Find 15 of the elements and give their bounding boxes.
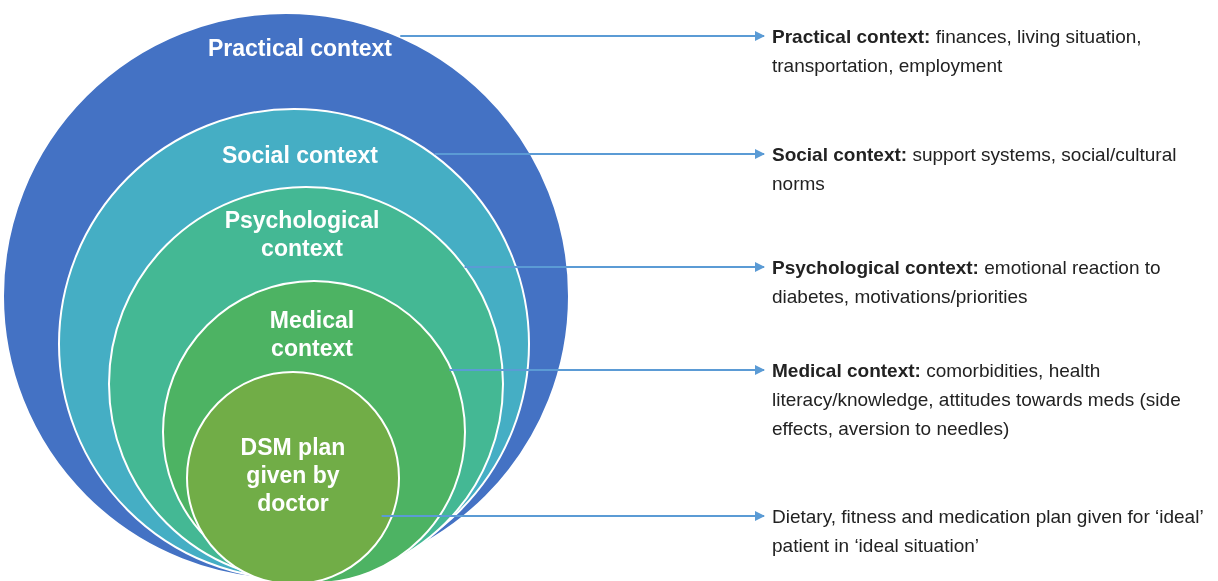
description-text: Psychological context: emotional reaction to diabetes, motivations/priorities [772, 253, 1217, 311]
description-text: Medical context: comorbidities, health literacy/knowledge, attitudes towards meds (side effects, aversion to needles) [772, 356, 1217, 443]
arrow [399, 31, 765, 41]
arrow [380, 511, 765, 521]
circle-label: Practical context [206, 34, 394, 62]
circle-label: Psychological context [223, 206, 381, 262]
circle-label: Medical context [268, 306, 356, 362]
circle-label: DSM plan given by doctor [239, 433, 347, 517]
circle-label: Social context [221, 141, 379, 169]
description-text: Social context: support systems, social/cultural norms [772, 140, 1217, 198]
arrow [463, 262, 765, 272]
arrow [433, 149, 765, 159]
description-text: Dietary, fitness and medication plan given for ‘ideal’ patient in ‘ideal situation’ [772, 502, 1217, 560]
description-text: Practical context: finances, living situation, transportation, employment [772, 22, 1217, 80]
arrow [448, 365, 765, 375]
